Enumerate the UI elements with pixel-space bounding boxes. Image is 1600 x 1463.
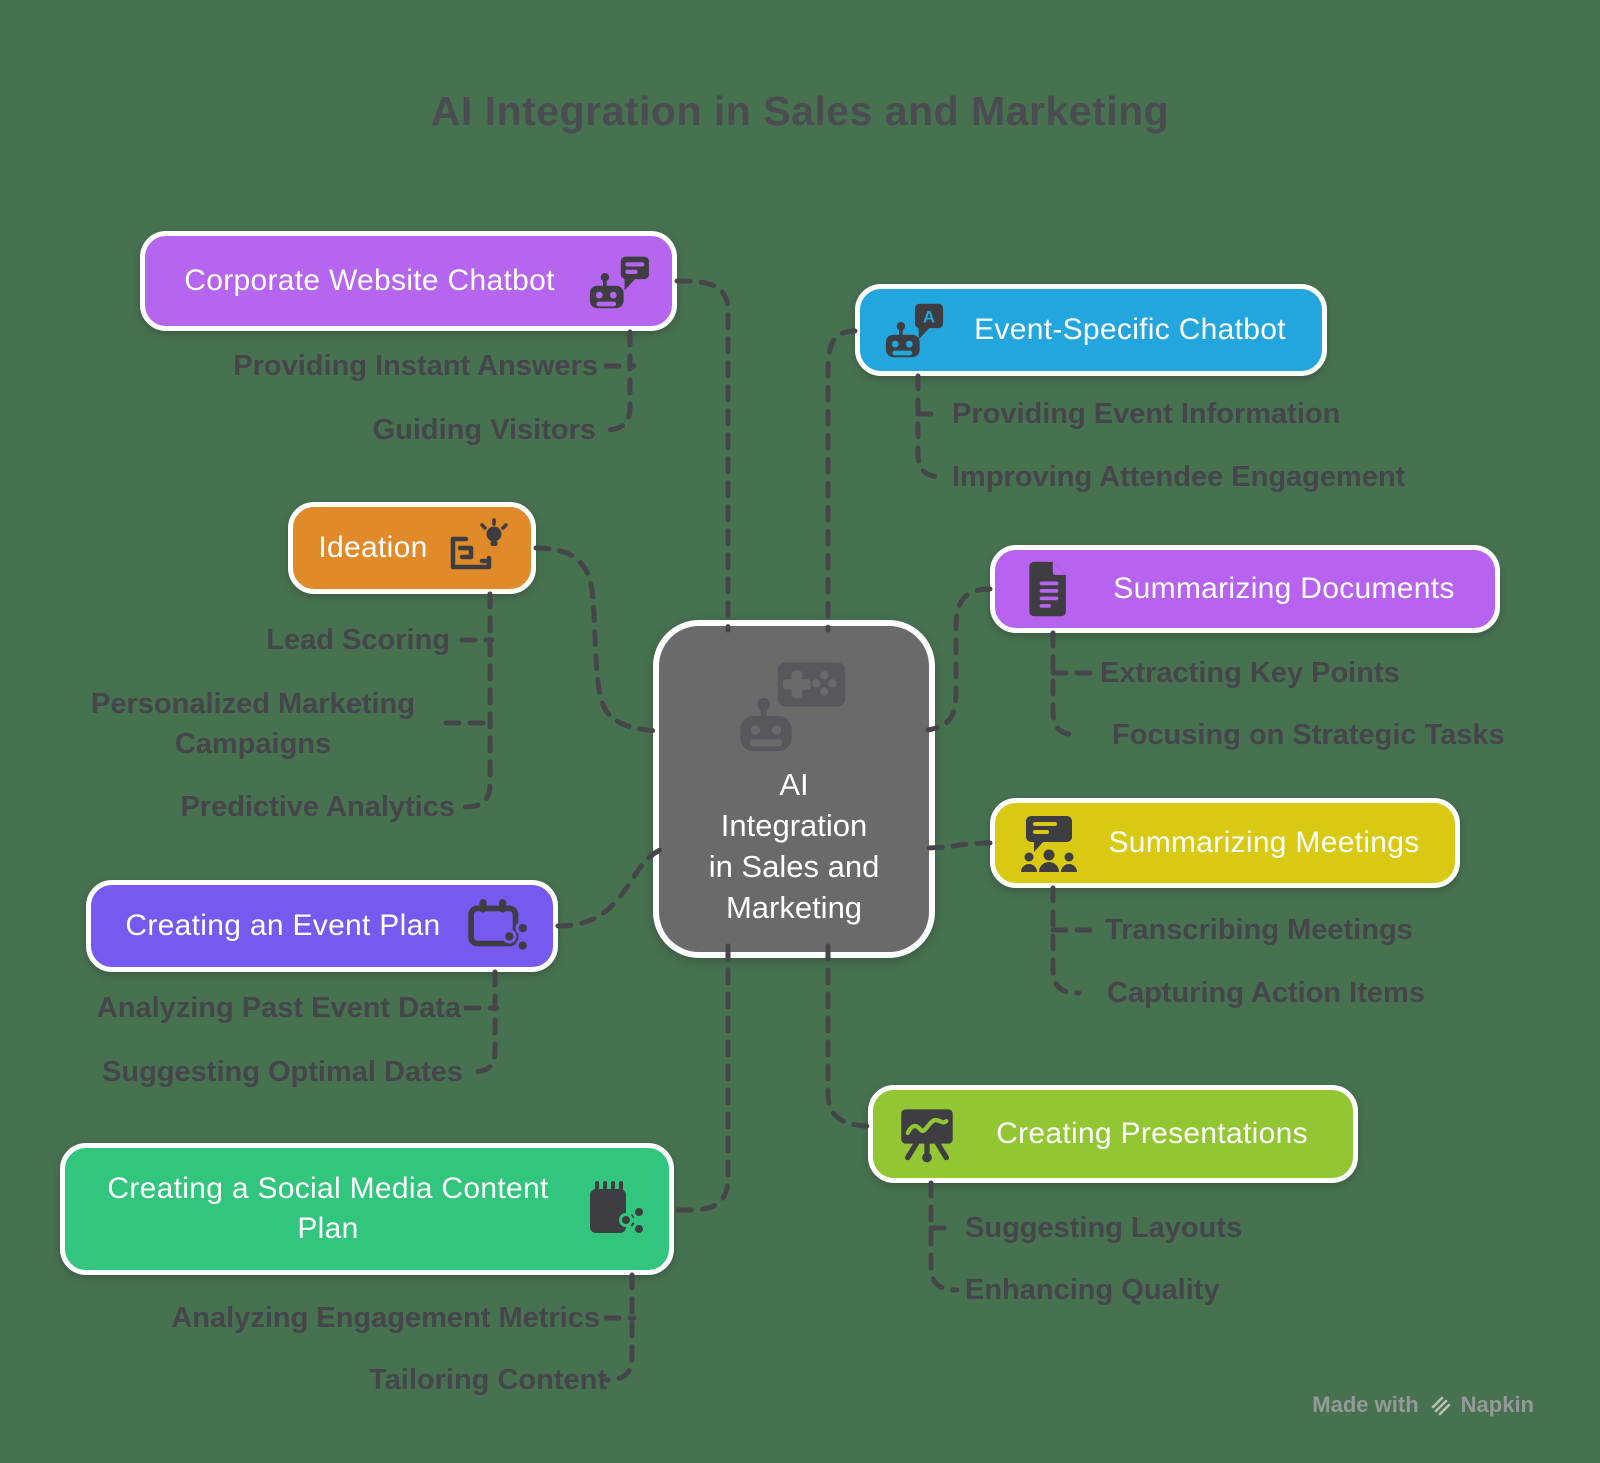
branch-label: Creating Presentations [996,1117,1308,1150]
branch-label: Event-Specific Chatbot [974,313,1286,346]
sub-item-providing-instant-answers: Providing Instant Answers [233,350,598,382]
chatbot-letter-bubble-icon: A [882,300,946,360]
napkin-logo-icon [1431,1396,1450,1416]
branch-creating-a-social-media-content-plan: Creating a Social Media Content Plan [60,1143,674,1275]
watermark-brand: Napkin [1460,1392,1534,1417]
presentation-chart-icon [895,1104,959,1164]
sub-item-capturing-action-items: Capturing Action Items [1107,977,1425,1009]
chatbot-speech-bubble-icon [586,251,650,311]
diagram-title: AI Integration in Sales and Marketing [430,88,1170,134]
center-node-label: AI Integration in Sales and Marketing [708,767,880,925]
sub-item-improving-attendee-engagement: Improving Attendee Engagement [952,461,1406,493]
sub-item-transcribing-meetings: Transcribing Meetings [1105,914,1413,946]
branch-corporate-website-chatbot: Corporate Website Chatbot [140,231,677,331]
sub-item-guiding-visitors: Guiding Visitors [372,414,596,446]
sub-item-predictive-analytics: Predictive Analytics [180,791,455,823]
robot-gamepad-icon [738,660,850,758]
sub-item-providing-event-information: Providing Event Information [952,398,1341,430]
sub-item-enhancing-quality: Enhancing Quality [965,1274,1220,1306]
center-node-ai-integration: AI Integration in Sales and Marketing [653,620,935,958]
branch-label: Ideation [318,531,428,564]
sub-item-suggesting-layouts: Suggesting Layouts [965,1212,1243,1244]
svg-text:A: A [923,308,935,327]
branch-ideation: Ideation [288,502,536,594]
sub-item-personalized-marketing-campaigns: Personalized Marketing Campaigns [91,688,415,760]
branch-label: Creating an Event Plan [125,909,441,942]
made-with-napkin-watermark: Made with Napkin [1312,1392,1534,1418]
calendar-share-icon [467,896,531,956]
sub-item-focusing-on-strategic-tasks: Focusing on Strategic Tasks [1112,719,1505,751]
branch-summarizing-meetings: Summarizing Meetings [990,798,1460,888]
branch-summarizing-documents: Summarizing Documents [990,545,1500,633]
meeting-presentation-icon [1017,813,1081,873]
branch-label: Summarizing Meetings [1108,826,1420,859]
sub-item-lead-scoring: Lead Scoring [266,624,450,656]
sub-item-extracting-key-points: Extracting Key Points [1100,657,1400,689]
whiteboard-lightbulb-icon [445,518,509,578]
sub-item-suggesting-optimal-dates: Suggesting Optimal Dates [102,1056,463,1088]
sub-item-analyzing-engagement-metrics: Analyzing Engagement Metrics [171,1302,600,1334]
branch-event-specific-chatbot: A Event-Specific Chatbot [855,284,1327,376]
sub-item-analyzing-past-event-data: Analyzing Past Event Data [96,992,461,1024]
branch-label: Corporate Website Chatbot [184,264,555,297]
branch-creating-an-event-plan: Creating an Event Plan [86,880,558,972]
branch-label: Creating a Social Media Content Plan [107,1172,549,1245]
branch-creating-presentations: Creating Presentations [868,1085,1358,1183]
branch-label: Summarizing Documents [1113,572,1455,605]
watermark-prefix: Made with [1312,1392,1419,1417]
notepad-share-icon [583,1179,647,1239]
document-icon [1017,559,1081,619]
sub-item-tailoring-content: Tailoring Content [369,1364,607,1396]
